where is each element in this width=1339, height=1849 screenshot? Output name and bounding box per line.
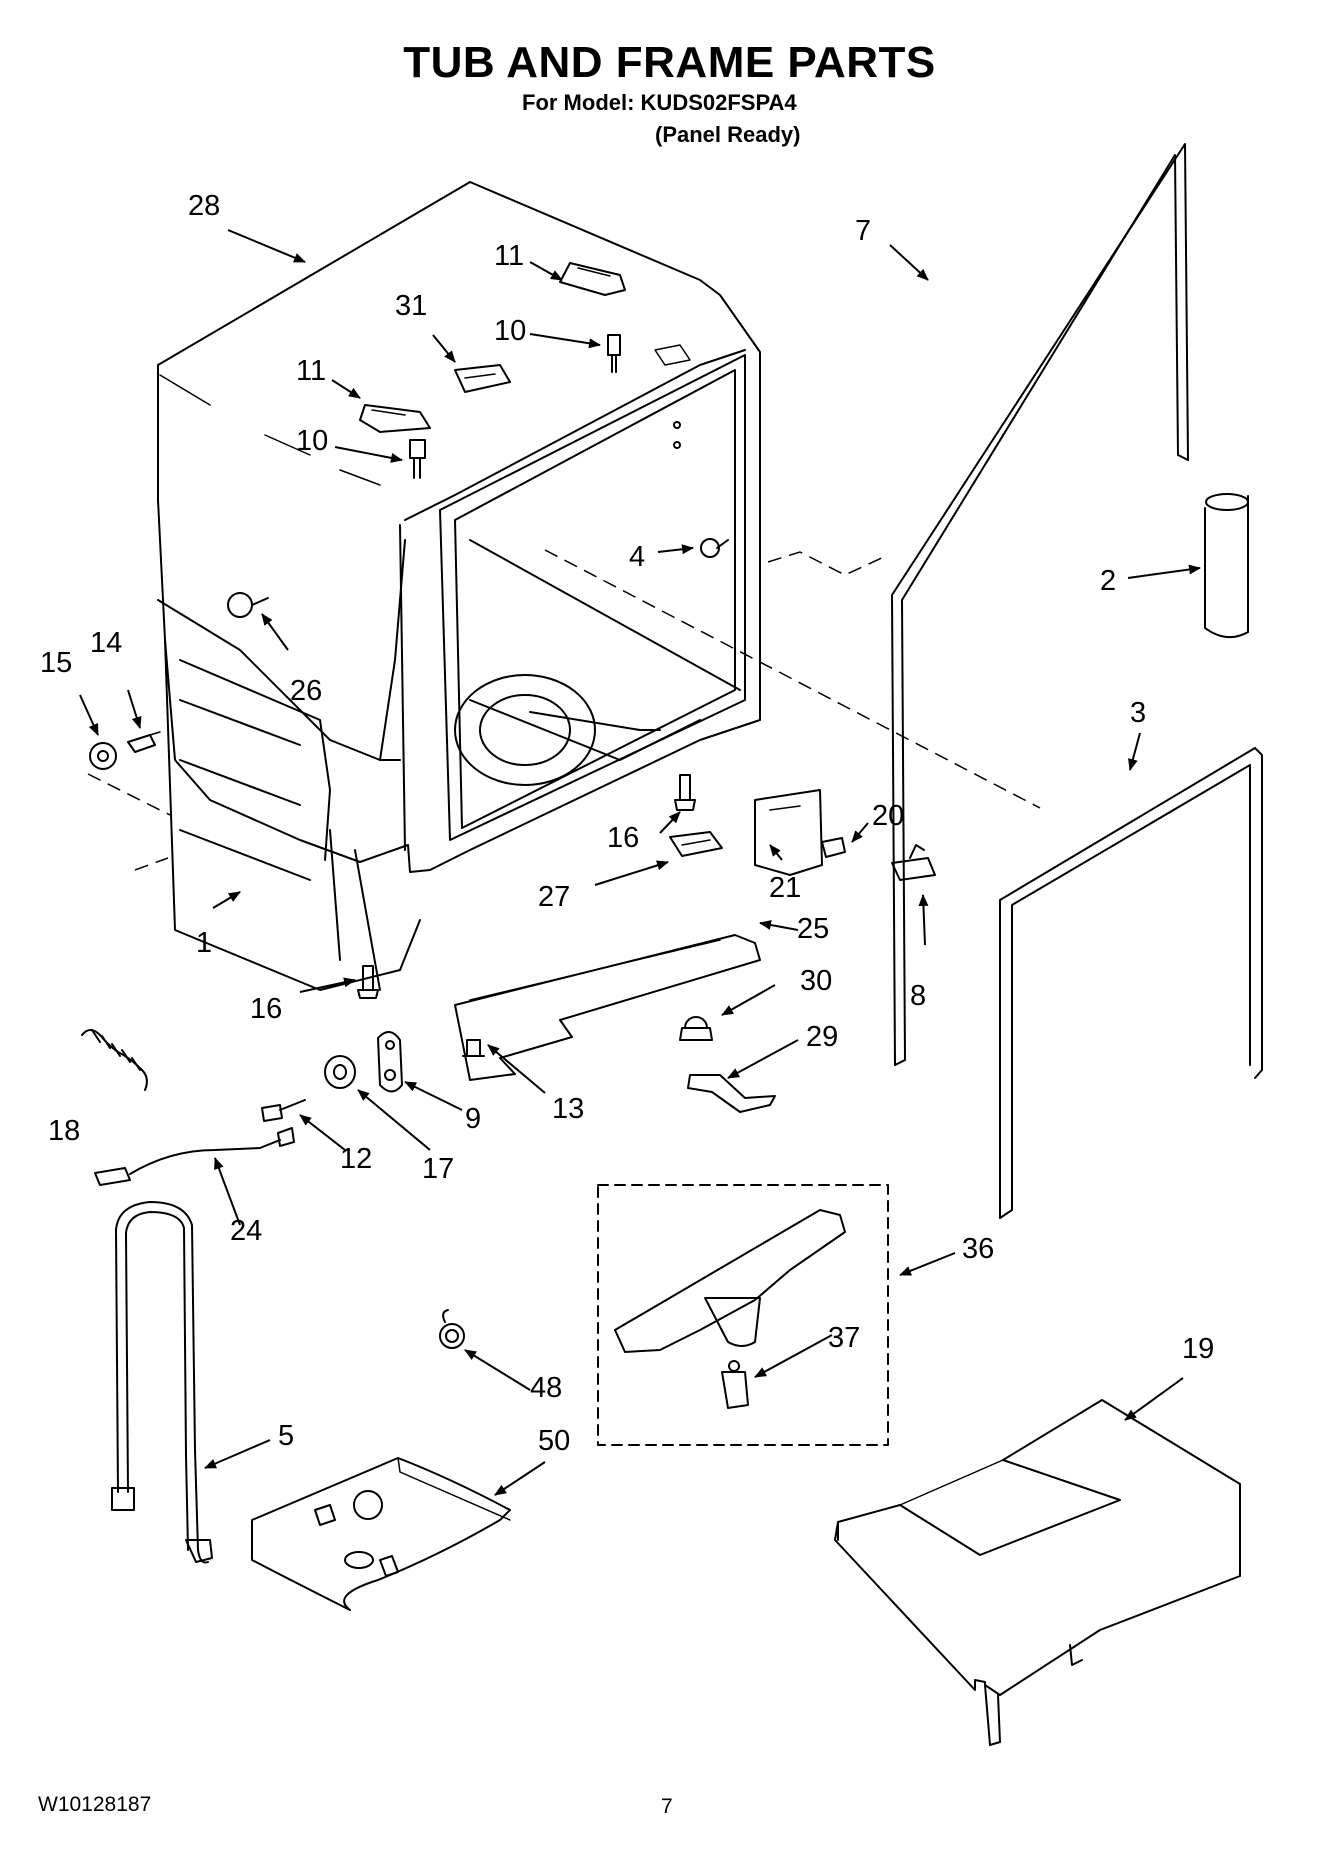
callout-9: 9 xyxy=(465,1103,481,1135)
callout-19: 19 xyxy=(1182,1333,1214,1365)
screw-20 xyxy=(821,837,846,858)
toe-plate-25 xyxy=(454,934,761,1081)
callout-25: 25 xyxy=(797,913,829,945)
variant-label: (Panel Ready) xyxy=(655,122,801,147)
screw-12 xyxy=(261,1099,306,1122)
leveling-leg-16-upper xyxy=(674,774,696,811)
callout-48: 48 xyxy=(530,1372,562,1404)
callout-26: 26 xyxy=(290,675,322,707)
bracket-9 xyxy=(377,1031,403,1093)
leveling-leg-16-lower xyxy=(357,965,379,999)
screw-13 xyxy=(462,1039,485,1057)
page-number: 7 xyxy=(661,1795,673,1818)
callout-36: 36 xyxy=(962,1233,994,1265)
callout-27: 27 xyxy=(538,881,570,913)
callout-16-lower: 16 xyxy=(250,993,282,1025)
spring-18 xyxy=(81,1029,148,1091)
tub-gasket-3 xyxy=(999,747,1263,1219)
callout-14: 14 xyxy=(90,627,122,659)
callout-18: 18 xyxy=(48,1115,80,1147)
callout-5: 5 xyxy=(278,1420,294,1452)
callout-15: 15 xyxy=(40,647,72,679)
callout-21: 21 xyxy=(769,872,801,904)
screw-14 xyxy=(127,731,161,753)
callout-3: 3 xyxy=(1130,697,1146,729)
tub-part xyxy=(157,181,761,991)
clamp-48 xyxy=(439,1309,465,1349)
callout-11-lower: 11 xyxy=(296,355,326,387)
nut-15 xyxy=(89,742,117,770)
callout-11-upper: 11 xyxy=(494,240,524,272)
bracket-29 xyxy=(687,1074,776,1113)
hinge-bracket-upper xyxy=(559,262,626,296)
plug-26 xyxy=(227,592,269,618)
callout-37: 37 xyxy=(828,1322,860,1354)
wheel-17 xyxy=(324,1055,356,1089)
callout-24: 24 xyxy=(230,1215,262,1247)
callout-50: 50 xyxy=(538,1425,570,1457)
callout-16-upper: 16 xyxy=(607,822,639,854)
document-number: W10128187 xyxy=(38,1793,152,1816)
callout-17: 17 xyxy=(422,1153,454,1185)
callout-30: 30 xyxy=(800,965,832,997)
callout-4: 4 xyxy=(629,541,645,573)
callout-10-upper: 10 xyxy=(494,315,526,347)
callout-1: 1 xyxy=(196,927,212,959)
clip-27 xyxy=(669,831,723,857)
page-title: TUB AND FRAME PARTS xyxy=(403,38,936,87)
screw-upper xyxy=(607,334,621,373)
callout-13: 13 xyxy=(552,1093,584,1125)
callout-20: 20 xyxy=(872,800,904,832)
insulation-19 xyxy=(834,1399,1241,1746)
cap-30 xyxy=(679,1016,713,1041)
parts-bag-50 xyxy=(251,1457,511,1611)
bracket-21 xyxy=(754,789,823,876)
leader-arrows xyxy=(79,229,1201,1496)
screw-lower xyxy=(409,439,426,479)
door-gasket-7 xyxy=(891,143,1189,1066)
model-label: For Model: KUDS02FSPA4 xyxy=(522,90,797,115)
vent-assembly-box-36 xyxy=(597,1184,889,1446)
callout-29: 29 xyxy=(806,1021,838,1053)
reference-lines xyxy=(87,549,1041,871)
bumper-4 xyxy=(700,538,729,558)
clip-31 xyxy=(454,364,511,393)
callout-10-lower: 10 xyxy=(296,425,328,457)
roll-2 xyxy=(1204,493,1249,639)
drain-hose-5 xyxy=(111,1201,213,1564)
callout-12: 12 xyxy=(340,1143,372,1175)
callout-31: 31 xyxy=(395,290,427,322)
ground-wire-24 xyxy=(94,1127,295,1186)
callout-8: 8 xyxy=(910,980,926,1012)
callout-7: 7 xyxy=(855,215,871,247)
callout-2: 2 xyxy=(1100,565,1116,597)
hinge-bracket-lower xyxy=(359,404,431,433)
latch-8 xyxy=(891,844,936,881)
callout-28: 28 xyxy=(188,190,220,222)
callout-labels: 28 11 31 10 11 10 7 4 2 26 15 14 3 20 16… xyxy=(40,190,1214,1457)
